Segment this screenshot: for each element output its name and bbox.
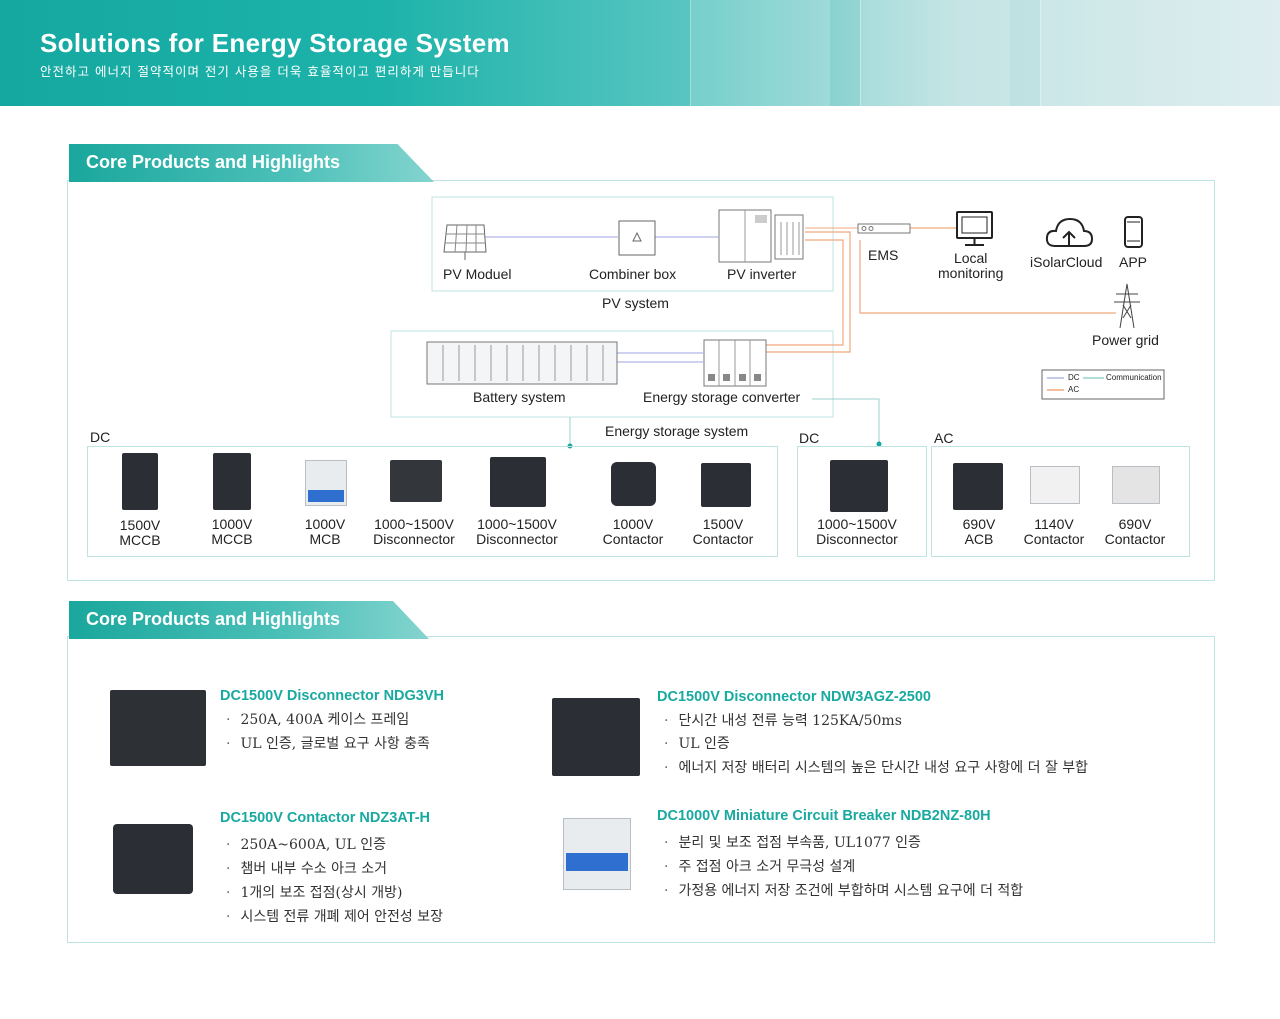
system-diagram-lines [390, 196, 1165, 449]
contactor-icon [1030, 466, 1080, 504]
page-subtitle: 안전하고 에너지 절약적이며 전기 사용을 더욱 효율적이고 편리하게 만듭니다 [40, 64, 480, 79]
ndz3at-product-image [113, 824, 193, 894]
highlights-panel [67, 636, 1215, 943]
legend-ac-label: AC [1068, 385, 1080, 394]
energy-storage-box [390, 330, 834, 418]
monitor-icon [956, 211, 993, 246]
contactor-icon [611, 462, 656, 506]
pv-system-label: PV system [602, 295, 669, 311]
highlight-item: ·에너지 저장 배터리 시스템의 높은 단시간 내성 요구 사항에 더 잘 부합 [664, 760, 1089, 776]
app-label: APP [1119, 254, 1148, 270]
highlight-item: ·분리 및 보조 접점 부속품, UL1077 인증 [664, 835, 921, 851]
legend-communication-label: Communication [1106, 373, 1162, 382]
legend-box [1041, 369, 1165, 400]
phone-icon [1124, 216, 1143, 248]
highlight-item: ·챔버 내부 수소 아크 소거 [226, 861, 388, 877]
highlight-item: ·시스템 전류 개폐 제어 안전성 보장 [226, 909, 444, 925]
energy-storage-converter-label: Energy storage converter [643, 389, 801, 405]
ac-line [859, 240, 1116, 314]
disconnector-icon [830, 460, 888, 512]
ndb2nz-product-image [563, 818, 631, 890]
highlight-item: ·250A~600A, UL 인증 [226, 837, 387, 853]
highlight-item: ·가정용 에너지 저장 조건에 부합하며 시스템 요구에 더 적합 [664, 883, 1024, 899]
mcb-icon [305, 460, 347, 506]
connector-dot [876, 441, 882, 447]
banner-background-container [690, 0, 830, 106]
combiner-box-label: Combiner box [589, 266, 677, 282]
ndw3agz-product-image [552, 698, 640, 776]
highlight-item: ·단시간 내성 전류 능력 125KA/50ms [664, 713, 902, 729]
highlight-item: ·UL 인증 [664, 736, 730, 752]
group-label-ac: AC [934, 430, 954, 446]
group-label-dc: DC [90, 429, 111, 445]
legend-dc-label: DC [1068, 373, 1080, 382]
disconnector-icon [390, 460, 442, 502]
power-grid-label: Power grid [1092, 332, 1159, 348]
converter-icon [703, 339, 767, 387]
ndg3vh-product-image [110, 690, 206, 766]
disconnector-icon [490, 457, 546, 507]
pv-inverter-label: PV inverter [727, 266, 797, 282]
highlight-item: ·250A, 400A 케이스 프레임 [226, 712, 410, 728]
ems-label: EMS [868, 247, 899, 263]
highlight-item: ·1개의 보조 접점(상시 개방) [226, 885, 403, 901]
mccb-icon [122, 453, 158, 510]
pv-inverter-icon [718, 209, 804, 263]
highlight-item: ·UL 인증, 글로벌 요구 사항 충족 [226, 736, 430, 752]
battery-system-icon [426, 341, 618, 385]
ac-products-group [931, 446, 1190, 557]
highlight-title: DC1500V Contactor NDZ3AT-H [220, 810, 431, 826]
energy-storage-system-label: Energy storage system [605, 423, 749, 439]
dc-products-group [87, 446, 778, 557]
connector-line [812, 398, 880, 444]
page-title: Solutions for Energy Storage System [40, 28, 510, 58]
cloud-upload-icon [1045, 217, 1094, 247]
contactor-icon [1112, 466, 1160, 504]
highlight-title: DC1000V Miniature Circuit Breaker NDB2NZ… [657, 808, 991, 824]
combiner-box-icon [618, 220, 656, 256]
contactor-icon [701, 463, 751, 507]
power-grid-icon [1114, 283, 1140, 329]
ac-line [765, 239, 844, 346]
section-tab-core-products: Core Products and Highlights [69, 144, 434, 182]
highlight-item: ·주 접점 아크 소거 무극성 설계 [664, 859, 856, 875]
highlight-title: DC1500V Disconnector NDW3AGZ-2500 [657, 689, 931, 705]
section-tab-core-products: Core Products and Highlights [69, 601, 429, 639]
banner-background-container [860, 0, 1010, 106]
pv-module-icon [443, 224, 487, 260]
banner-background-container [1040, 0, 1280, 106]
dc-products-group [797, 446, 927, 557]
group-label-dc: DC [799, 430, 820, 446]
isolarcloud-label: iSolarCloud [1030, 254, 1103, 270]
ac-line [765, 231, 851, 353]
ems-icon [857, 223, 911, 234]
pv-system-box [431, 196, 834, 292]
mccb-icon [213, 453, 251, 510]
acb-icon [953, 463, 1003, 510]
battery-system-label: Battery system [473, 389, 566, 405]
header-banner: Solutions for Energy Storage System 안전하고… [0, 0, 1280, 106]
local-monitoring-label: Local monitoring [938, 250, 1004, 281]
pv-module-label: PV Moduel [443, 266, 512, 282]
highlight-title: DC1500V Disconnector NDG3VH [220, 688, 445, 704]
